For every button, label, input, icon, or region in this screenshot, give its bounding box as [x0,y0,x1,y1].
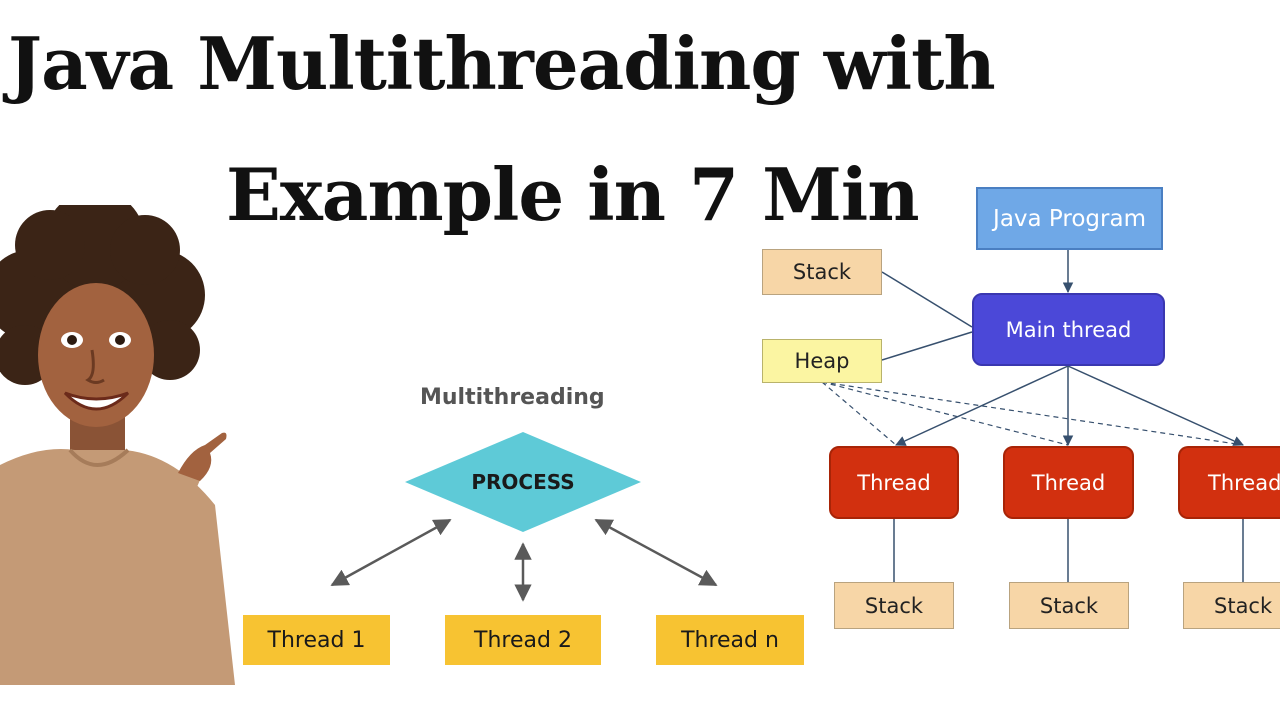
thread-box-2: Thread [1003,446,1134,519]
process-diamond [405,432,641,532]
dashed-heap-thread-1 [821,381,897,446]
main-thread-box: Main thread [972,293,1165,366]
title-line-1: Java Multithreading with [8,21,996,106]
line-heap-main [881,331,973,361]
arrow-main-thread-3 [1067,365,1244,446]
thread-3-stack-box: Stack [1183,582,1280,629]
process-label: PROCESS [471,470,575,494]
thread-1-stack-box: Stack [834,582,954,629]
title-line-2: Example in 7 Min [226,152,920,237]
thread-2-box: Thread 2 [445,615,601,665]
java-program-box: Java Program [976,187,1163,250]
heap-box: Heap [762,339,882,383]
thread-1-box: Thread 1 [243,615,390,665]
arrow-process-thread-1 [330,518,452,587]
arrow-process-thread-n [594,518,718,587]
thread-box-1: Thread [829,446,959,519]
thread-2-stack-box: Stack [1009,582,1129,629]
line-stack-main [881,271,973,328]
smiling-woman-pointing-icon [0,205,235,685]
thread-n-box: Thread n [656,615,804,665]
thread-box-3: Thread [1178,446,1280,519]
arrow-main-thread-1 [895,365,1069,446]
multithreading-heading: Multithreading [420,385,605,410]
dashed-heap-thread-3 [821,381,1244,446]
stack-box: Stack [762,249,882,295]
dashed-heap-thread-2 [821,381,1069,446]
